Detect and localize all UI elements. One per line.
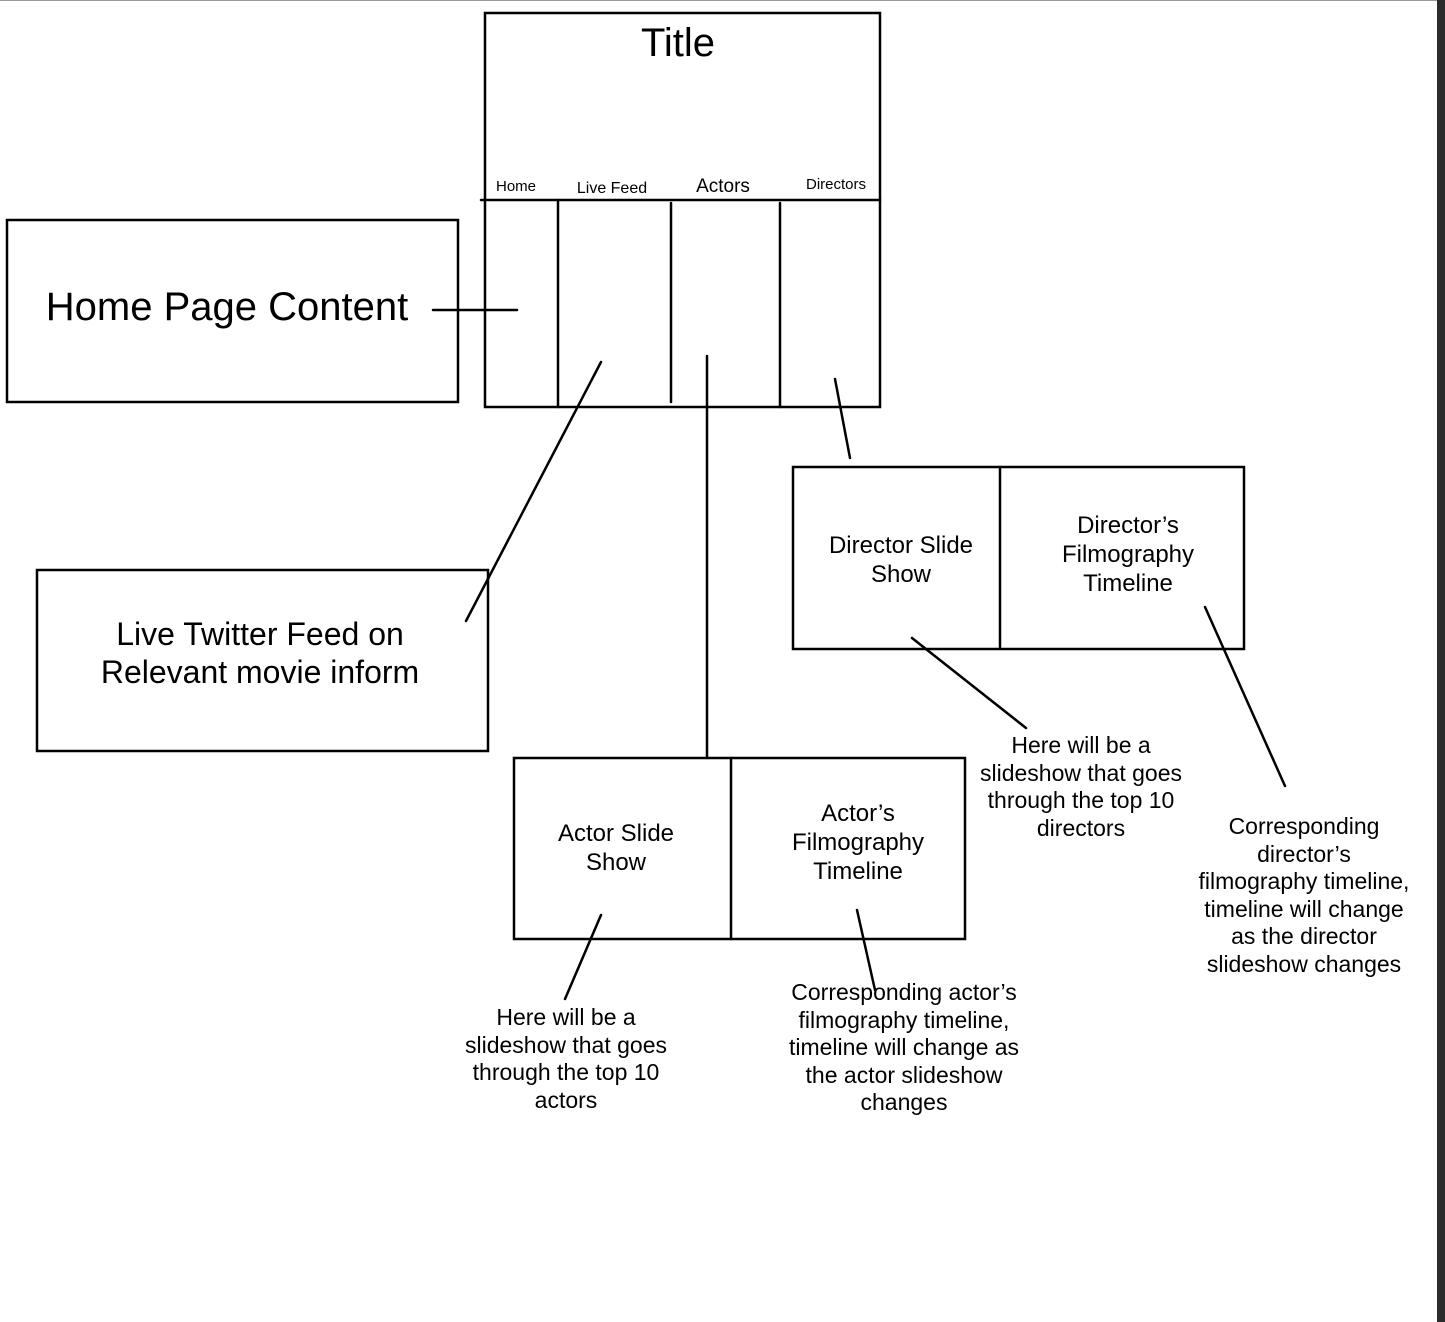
wireframe-page-box	[483, 11, 882, 409]
director-slideshow-label: Director Slide Show	[828, 532, 974, 588]
director-box	[791, 465, 1246, 651]
actor-box	[512, 756, 967, 941]
nav-actors-label: Actors	[696, 176, 750, 197]
nav-home-label: Home	[495, 178, 536, 195]
actor-timeline-note: Corresponding actor’s filmography timeli…	[788, 979, 1020, 1116]
actor-slideshow-note-connector	[563, 913, 603, 1001]
actor-timeline-label: Actor’s Filmography Timeline	[791, 800, 925, 885]
director-timeline-note: Corresponding director’s filmography tim…	[1198, 813, 1410, 977]
directors-connector	[833, 377, 852, 460]
actor-slideshow-note: Here will be a slideshow that goes throu…	[464, 1004, 667, 1113]
home-content-label: Home Page Content	[45, 285, 409, 329]
actor-timeline-note-connector	[855, 908, 877, 992]
nav-live-feed-label: Live Feed	[576, 180, 648, 197]
director-timeline-note-connector	[1203, 605, 1287, 788]
nav-directors-label: Directors	[805, 176, 866, 193]
twitter-feed-box	[35, 568, 490, 753]
live-feed-connector	[464, 360, 603, 623]
director-timeline-label: Director’s Filmography Timeline	[1061, 512, 1195, 597]
canvas-top-edge	[0, 0, 1445, 1]
wireframe-title: Title	[640, 21, 716, 65]
canvas-right-edge	[1437, 0, 1445, 1322]
twitter-feed-label: Live Twitter Feed on Relevant movie info…	[100, 616, 420, 691]
actor-slideshow-label: Actor Slide Show	[557, 820, 675, 876]
director-slideshow-note-connector	[910, 636, 1028, 730]
director-slideshow-note: Here will be a slideshow that goes throu…	[979, 732, 1182, 841]
